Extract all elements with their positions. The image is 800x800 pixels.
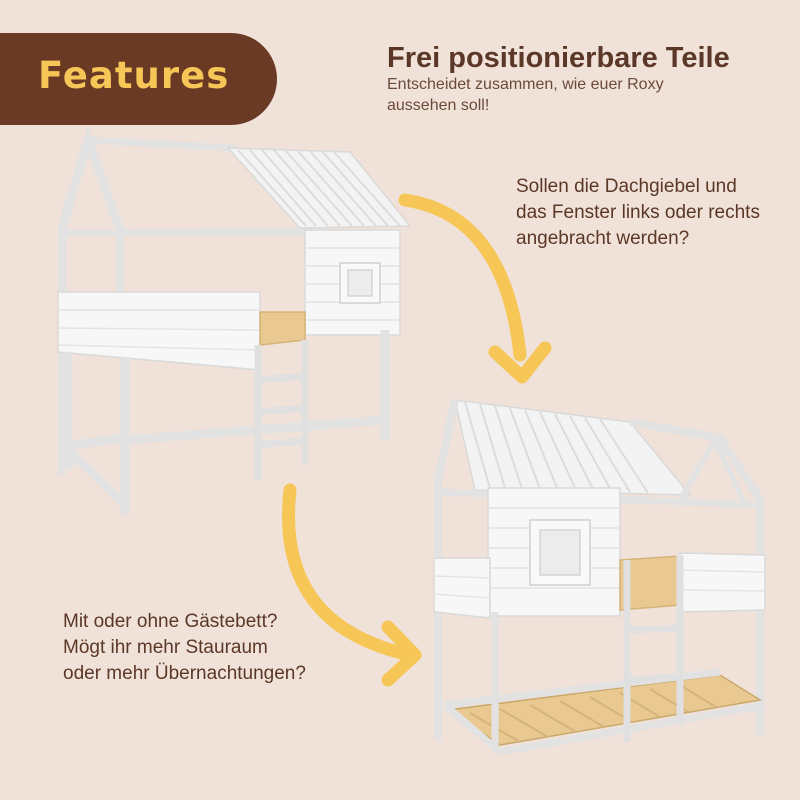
callout-line: Mit oder ohne Gästebett?	[63, 611, 278, 632]
page-subtitle: Entscheidet zusammen, wie euer Roxy auss…	[387, 74, 707, 116]
subtitle-line: aussehen soll!	[387, 97, 490, 114]
subtitle-line: Entscheidet zusammen, wie euer Roxy	[387, 76, 664, 93]
callout-line: das Fenster links oder rechts	[516, 202, 760, 223]
bunk-bed-image	[433, 399, 766, 756]
callout-line: oder mehr Übernachtungen?	[63, 663, 306, 684]
callout-guest-bed: Mit oder ohne Gästebett? Mögt ihr mehr S…	[63, 609, 353, 687]
features-badge-label: Features	[38, 54, 230, 97]
callout-line: angebracht werden?	[516, 228, 690, 249]
arrow-bottom-left	[282, 483, 422, 687]
arrow-top-right	[398, 193, 552, 384]
callout-line: Sollen die Dachgiebel und	[516, 176, 737, 197]
features-badge	[0, 33, 277, 125]
callout-gable-window: Sollen die Dachgiebel und das Fenster li…	[516, 174, 786, 252]
page-title: Frei positionierbare Teile	[387, 42, 730, 74]
loft-bed-image	[57, 125, 412, 515]
callout-line: Mögt ihr mehr Stauraum	[63, 637, 268, 658]
